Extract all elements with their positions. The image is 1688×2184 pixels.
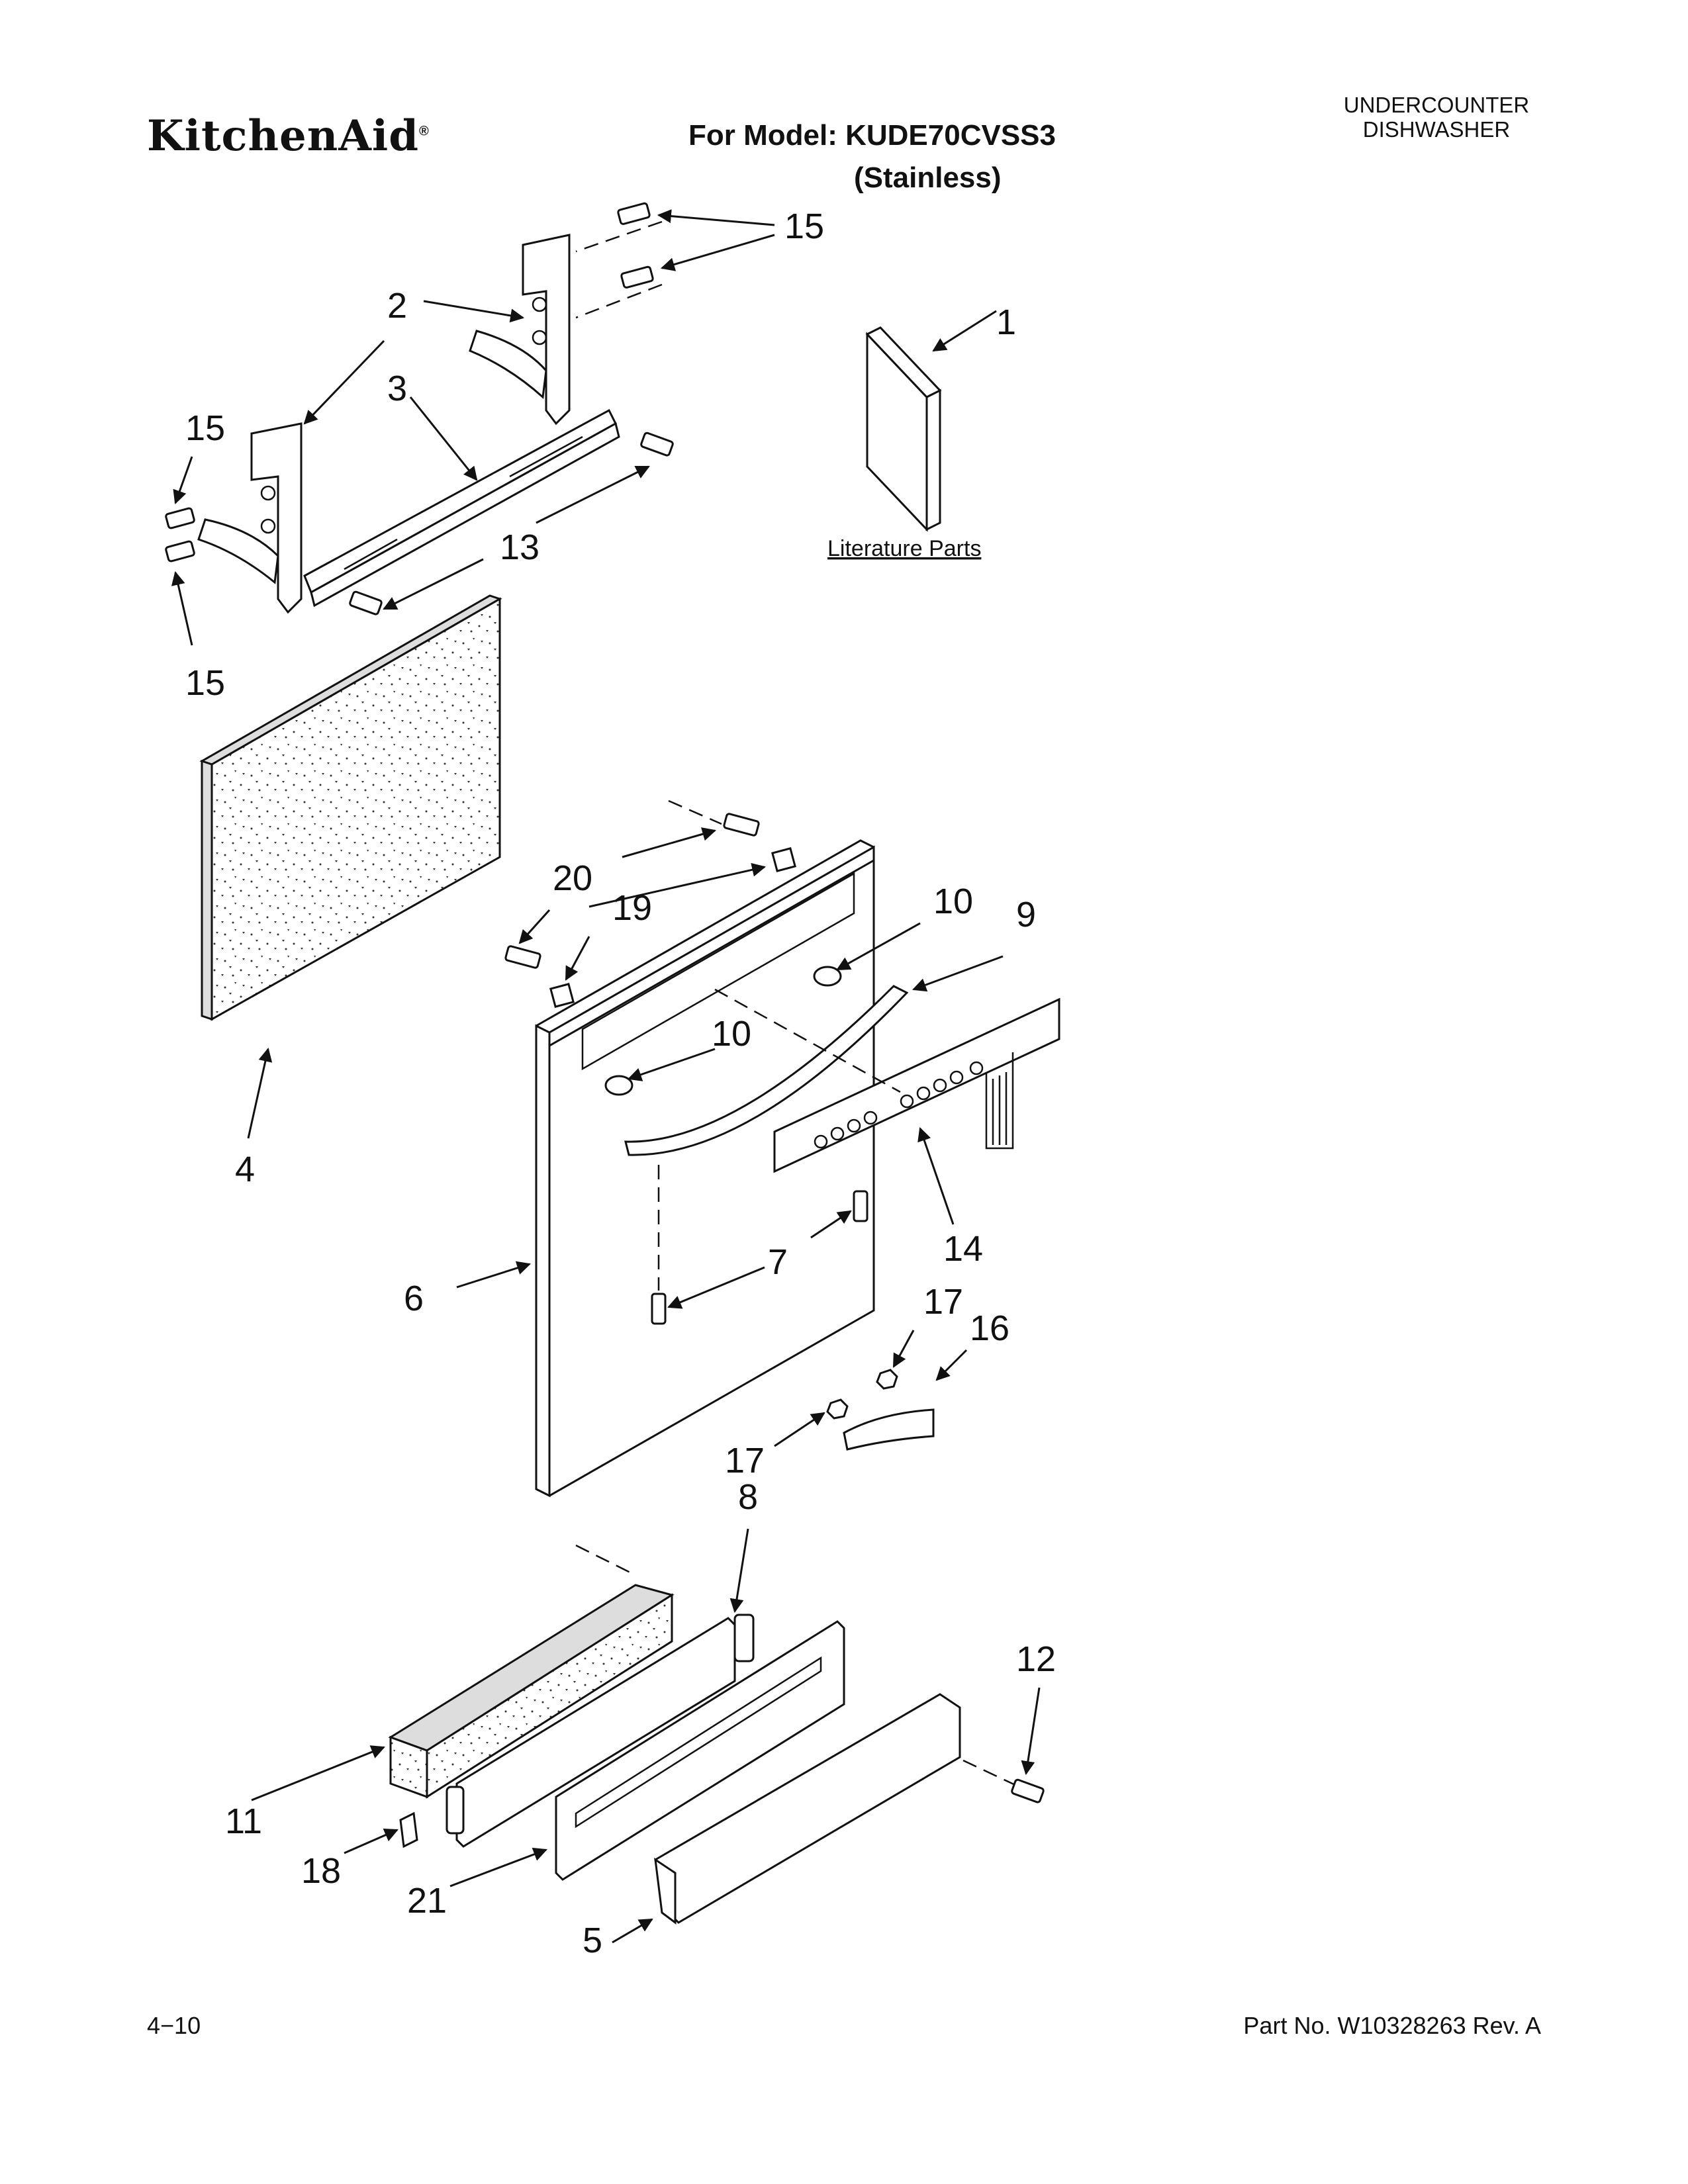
page-number: 4−10 xyxy=(147,2012,201,2039)
part-12-screw xyxy=(1011,1778,1045,1803)
part-16-logo-badge xyxy=(843,1408,935,1451)
brand-logo: KitchenAid® xyxy=(147,111,430,161)
callout-19: 19 xyxy=(612,888,652,928)
part-8-kick-bracket xyxy=(445,1614,755,1848)
part-6-outer-door-panel xyxy=(535,839,875,1498)
product-line-2: DISHWASHER xyxy=(1362,117,1511,142)
alignment-line-top-screw xyxy=(668,799,722,825)
part-19-clip-top xyxy=(771,847,796,872)
part-3-mounting-rail xyxy=(303,408,620,608)
part-2-hinge-bracket-left xyxy=(197,422,303,614)
model-number: For Model: KUDE70CVSS3 xyxy=(688,119,1056,152)
part-15-screw-left-1 xyxy=(165,507,195,529)
part-17-nut-left xyxy=(826,1398,849,1420)
part-number: Part No. W10328263 Rev. A xyxy=(1243,2012,1541,2039)
part-15-screw-left-2 xyxy=(165,540,195,563)
part-10-handle-spacer-right xyxy=(813,966,842,987)
callout-17-upper: 17 xyxy=(923,1282,963,1322)
part-15-screw-top-2 xyxy=(620,265,654,289)
callout-4: 4 xyxy=(235,1150,255,1189)
part-13-screw-left xyxy=(349,590,383,615)
part-20-screw-top xyxy=(723,813,760,837)
model-variant: (Stainless) xyxy=(854,161,1002,194)
callout-18: 18 xyxy=(301,1851,341,1891)
callout-20: 20 xyxy=(553,858,592,898)
product-line-1: UNDERCOUNTER xyxy=(1343,93,1530,117)
part-5-kick-plate xyxy=(654,1693,961,1925)
callout-13: 13 xyxy=(500,527,539,567)
part-21-access-panel xyxy=(555,1620,845,1881)
callout-1: 1 xyxy=(996,302,1016,342)
callout-15-left-upper: 15 xyxy=(185,408,225,448)
callout-14: 14 xyxy=(943,1229,983,1269)
part-14-control-panel xyxy=(773,997,1060,1173)
callout-16: 16 xyxy=(970,1308,1009,1348)
part-1-literature-booklet xyxy=(865,326,942,532)
part-20-screw-left xyxy=(504,945,541,969)
callout-10-right: 10 xyxy=(933,882,973,921)
part-7-screw-right xyxy=(853,1190,868,1222)
callout-10-left: 10 xyxy=(712,1014,751,1054)
part-15-screw-top-1 xyxy=(617,202,651,225)
part-2-hinge-bracket-right xyxy=(469,234,571,426)
literature-parts-label: Literature Parts xyxy=(827,536,981,561)
alignment-line-15a xyxy=(575,220,663,253)
part-4-insulation-panel xyxy=(199,594,502,1021)
part-17-nut-right xyxy=(876,1369,898,1390)
callout-5: 5 xyxy=(583,1921,602,1960)
part-10-handle-spacer-left xyxy=(604,1075,633,1096)
callout-7: 7 xyxy=(768,1242,788,1282)
callout-21: 21 xyxy=(407,1881,447,1921)
alignment-line-12 xyxy=(962,1759,1020,1788)
part-7-screw-left xyxy=(651,1293,667,1325)
alignment-line-kick xyxy=(575,1544,636,1576)
alignment-line-15b xyxy=(575,283,663,319)
part-11-toe-insulation xyxy=(388,1584,675,1799)
part-9-door-handle xyxy=(624,985,909,1156)
callout-15-left-lower: 15 xyxy=(185,663,225,703)
part-19-clip-left xyxy=(549,983,575,1008)
part-18-clip xyxy=(399,1811,418,1848)
callout-6: 6 xyxy=(404,1279,424,1318)
callout-17-lower: 17 xyxy=(725,1441,765,1480)
callout-2: 2 xyxy=(387,286,407,326)
product-type: UNDERCOUNTER DISHWASHER xyxy=(1324,93,1549,142)
callout-8: 8 xyxy=(738,1477,758,1517)
callout-3: 3 xyxy=(387,369,407,408)
callout-15-top: 15 xyxy=(784,206,824,246)
part-13-screw-right xyxy=(640,432,674,457)
callout-12: 12 xyxy=(1016,1639,1056,1679)
callout-11: 11 xyxy=(225,1801,262,1841)
alignment-line-panel xyxy=(714,988,901,1093)
callout-9: 9 xyxy=(1016,895,1036,934)
leader-lines xyxy=(171,209,1041,1944)
